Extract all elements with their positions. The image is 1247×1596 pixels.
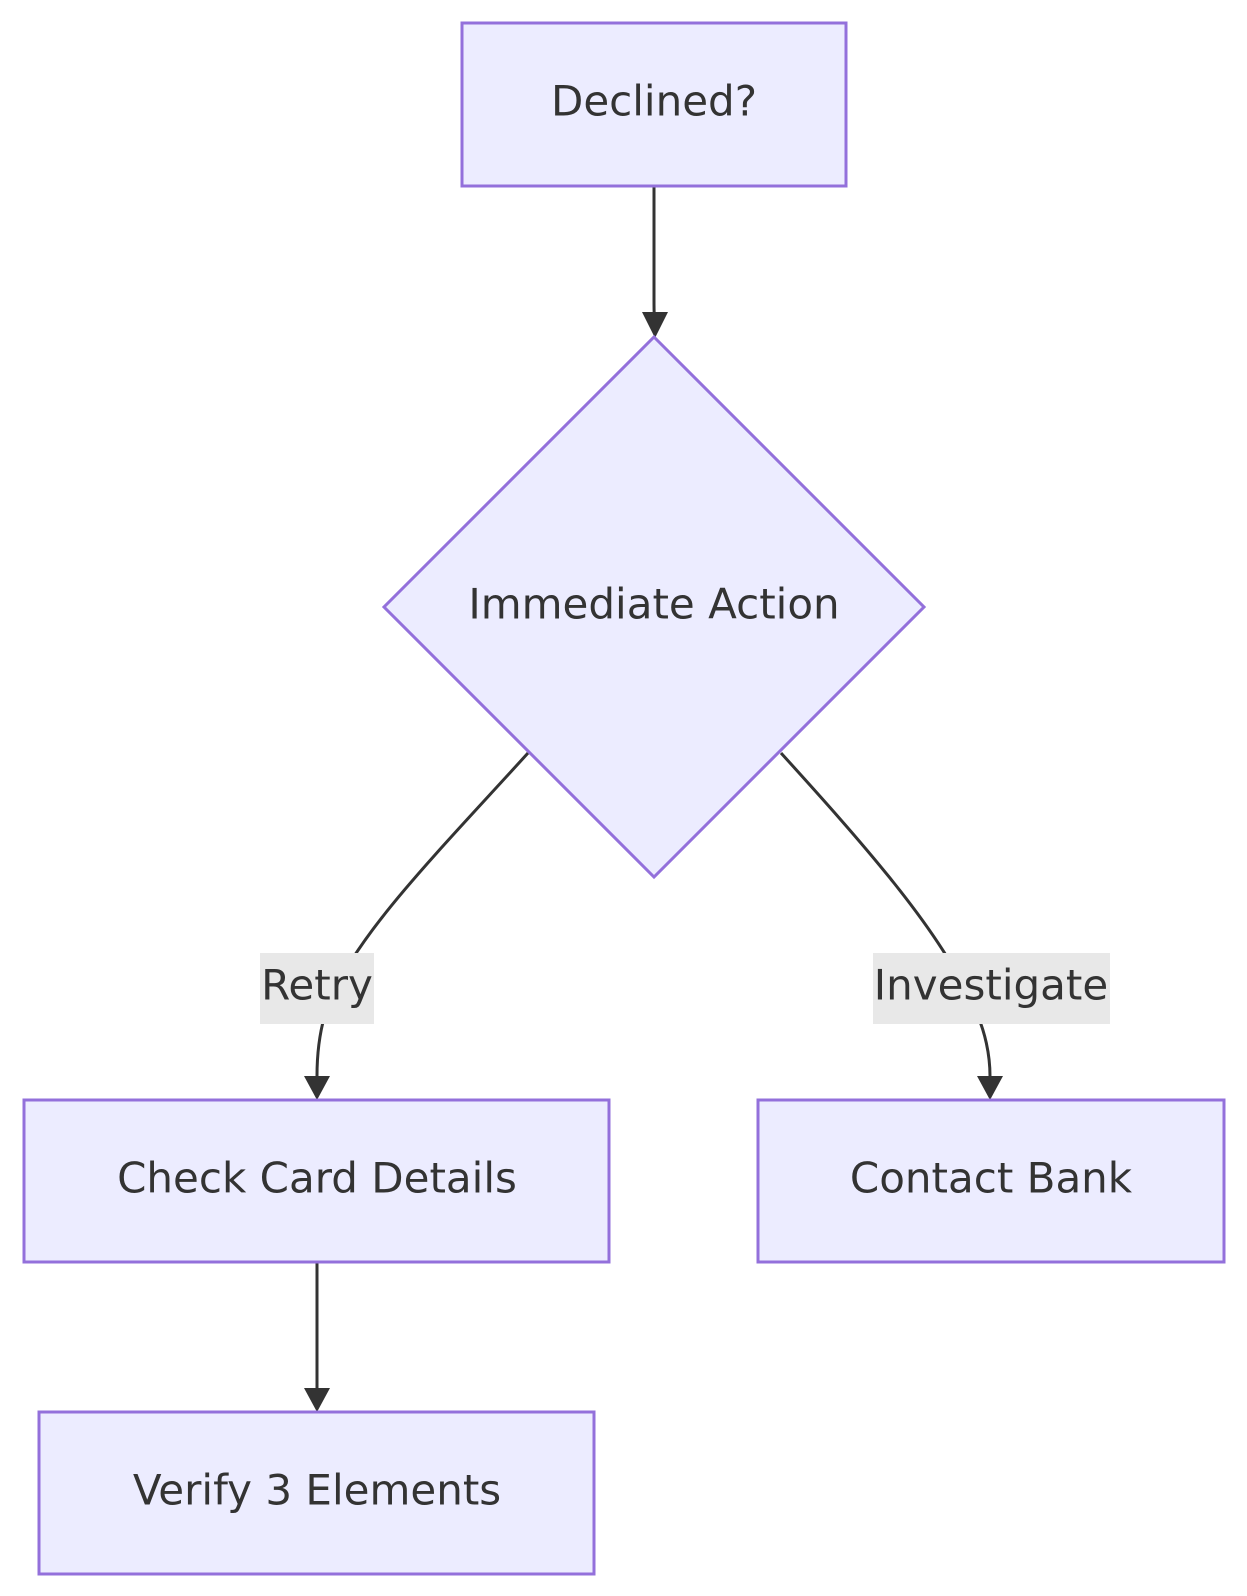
edge-label-investigate: Investigate — [873, 953, 1110, 1024]
edge-label-retry-text: Retry — [261, 961, 373, 1010]
node-contact-bank-label: Contact Bank — [850, 1154, 1133, 1203]
edge-retry — [315, 751, 530, 1077]
node-verify-elements-label: Verify 3 Elements — [133, 1466, 501, 1515]
arrowhead-icon — [642, 312, 668, 338]
arrowhead-icon — [304, 1388, 330, 1412]
node-declined-label: Declined? — [551, 77, 757, 126]
node-declined[interactable]: Declined? — [460, 21, 848, 188]
node-check-card-details-label: Check Card Details — [117, 1154, 517, 1203]
node-verify-elements[interactable]: Verify 3 Elements — [37, 1410, 596, 1576]
edge-declined-to-immediate-action — [652, 186, 657, 329]
edge-label-investigate-text: Investigate — [874, 961, 1108, 1010]
arrowhead-icon — [304, 1076, 330, 1100]
node-immediate-action[interactable]: Immediate Action — [381, 334, 927, 880]
arrowhead-icon — [977, 1076, 1003, 1100]
node-check-card-details[interactable]: Check Card Details — [22, 1098, 611, 1264]
node-immediate-action-label: Immediate Action — [468, 580, 839, 629]
edge-investigate — [779, 751, 992, 1077]
edge-label-retry: Retry — [260, 953, 374, 1024]
node-contact-bank[interactable]: Contact Bank — [756, 1098, 1226, 1264]
